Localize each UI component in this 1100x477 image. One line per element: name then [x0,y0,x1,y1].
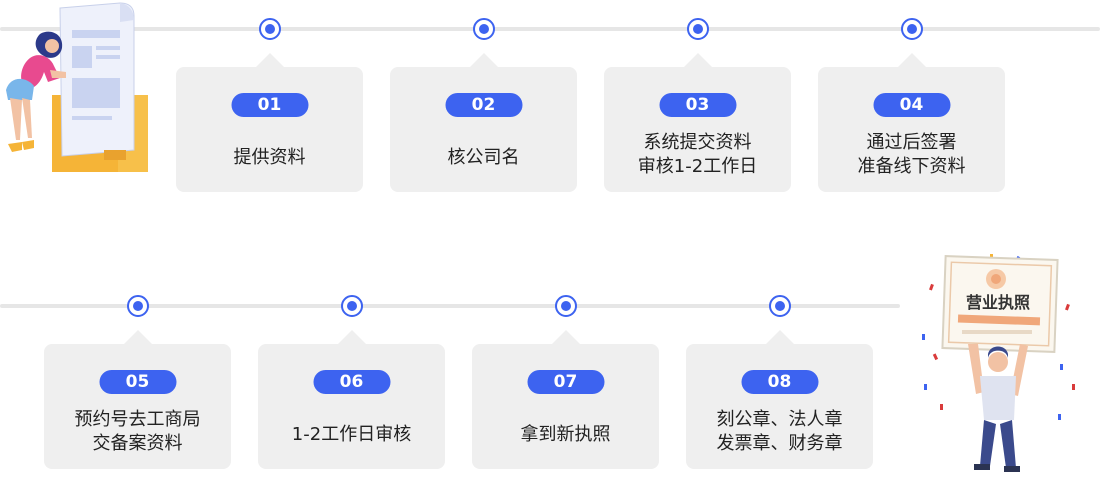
step-marker-04 [901,18,923,40]
step-description: 通过后签署 准备线下资料 [818,131,1005,179]
step-marker-03 [687,18,709,40]
step-number-badge: 04 [873,93,950,117]
step-card-05: 05 预约号去工商局 交备案资料 [44,330,231,469]
step-card-01: 01 提供资料 [176,53,363,192]
step-description-line: 发票章、财务章 [716,433,843,454]
step-marker-01 [259,18,281,40]
step-description-line: 准备线下资料 [857,156,966,177]
step-number-badge: 05 [99,370,176,394]
step-marker-05 [127,295,149,317]
step-description: 拿到新执照 [472,423,659,447]
step-description: 提供资料 [176,146,363,170]
step-description-line: 1-2工作日审核 [291,424,412,445]
step-description-line: 刻公章、法人章 [716,409,843,430]
step-description: 预约号去工商局 交备案资料 [44,408,231,456]
step-number-badge: 07 [527,370,604,394]
step-marker-08 [769,295,791,317]
step-marker-06 [341,295,363,317]
license-sign-text: 营业执照 [966,293,1030,312]
step-card-03: 03 系统提交资料 审核1-2工作日 [604,53,791,192]
step-description-line: 系统提交资料 [643,132,752,153]
step-description-line: 通过后签署 [866,132,957,153]
step-description: 刻公章、法人章 发票章、财务章 [686,408,873,456]
step-card-02: 02 核公司名 [390,53,577,192]
step-card-08: 08 刻公章、法人章 发票章、财务章 [686,330,873,469]
timeline-line-top [0,27,1100,31]
man-holding-business-license-illustration: 营业执照 [922,254,1075,472]
step-description-line: 核公司名 [447,147,520,168]
step-description: 核公司名 [390,146,577,170]
step-number-badge: 06 [313,370,390,394]
step-description-line: 拿到新执照 [520,424,611,445]
step-number-badge: 03 [659,93,736,117]
step-description-line: 预约号去工商局 [74,409,201,430]
step-description-line: 交备案资料 [92,433,183,454]
step-number-badge: 08 [741,370,818,394]
step-card-07: 07 拿到新执照 [472,330,659,469]
step-card-04: 04 通过后签署 准备线下资料 [818,53,1005,192]
step-description-line: 提供资料 [233,147,306,168]
step-number-badge: 02 [445,93,522,117]
woman-reading-document-illustration [6,2,148,172]
timeline-line-bottom [0,304,900,308]
step-marker-07 [555,295,577,317]
step-description: 系统提交资料 审核1-2工作日 [604,131,791,179]
step-marker-02 [473,18,495,40]
step-description-line: 审核1-2工作日 [637,156,758,177]
step-description: 1-2工作日审核 [258,423,445,447]
step-number-badge: 01 [231,93,308,117]
step-card-06: 06 1-2工作日审核 [258,330,445,469]
